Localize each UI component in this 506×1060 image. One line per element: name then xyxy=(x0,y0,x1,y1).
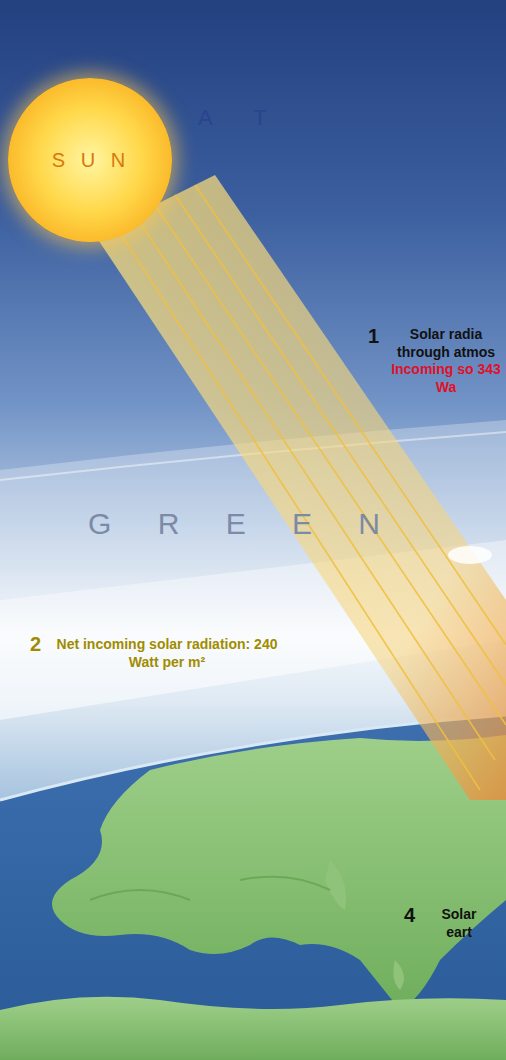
earth-sea xyxy=(0,715,506,1060)
callout-number: 4 xyxy=(404,903,415,928)
africa-land xyxy=(0,997,506,1060)
islands xyxy=(325,860,404,990)
beam-rays xyxy=(115,185,506,790)
greenhouse-title: G R E E N xyxy=(88,505,384,543)
terrain-lines xyxy=(90,877,330,900)
callout-number: 2 xyxy=(30,632,41,657)
europe-land xyxy=(52,735,506,1010)
callout-number: 1 xyxy=(368,324,379,349)
value-text: Incoming so 343 Wa xyxy=(390,361,502,396)
value-text: Net incoming solar radiation: 240 Watt p… xyxy=(56,636,278,671)
sun-disc: S U N xyxy=(8,78,172,242)
step-text: Solar radia through atmos xyxy=(390,326,502,361)
step-text: Solar eart xyxy=(428,906,490,941)
sunlight-beam xyxy=(95,175,506,800)
sun-label: S U N xyxy=(52,149,128,172)
atmosphere-title: A T xyxy=(198,104,270,132)
cloud xyxy=(448,546,492,564)
